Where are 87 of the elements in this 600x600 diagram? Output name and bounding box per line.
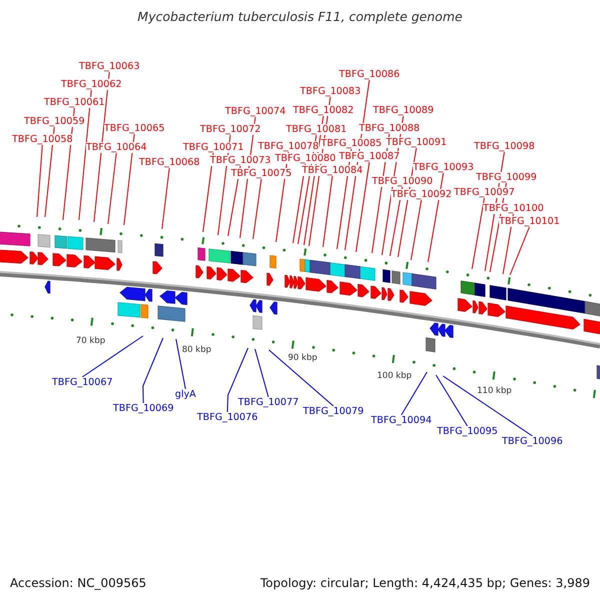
gene-label: TBFG_10100: [483, 203, 544, 214]
gene-label: TBFG_10085: [321, 138, 382, 149]
gene-label: TBFG_10068: [139, 157, 200, 168]
leader-line: [254, 348, 269, 398]
gene-label: TBFG_10079: [303, 406, 364, 417]
leader-line: [292, 164, 306, 244]
gene-label: TBFG_10094: [371, 415, 432, 426]
gene-label: TBFG_10067: [52, 377, 113, 388]
scale-label: 100 kbp: [377, 371, 412, 381]
gene-label: glyA: [175, 389, 196, 400]
leader-line: [124, 134, 135, 226]
gene-label: TBFG_10084: [302, 165, 363, 176]
gene-label: TBFG_10087: [339, 151, 400, 162]
gene-label: TBFG_10090: [372, 176, 433, 187]
footer-text: Topology: circular; Length: 4,424,435 bp; Genes: 3,989: [260, 576, 590, 590]
leader-line: [400, 372, 428, 416]
scale-label: 70 kbp: [76, 336, 106, 346]
gene-label: TBFG_10063: [79, 61, 140, 72]
scale-label: 80 kbp: [182, 345, 212, 355]
leader-line: [226, 348, 248, 412]
gene-label: TBFG_10059: [24, 116, 85, 127]
gene-label: TBFG_10065: [104, 123, 165, 134]
gene-label: TBFG_10074: [225, 106, 286, 117]
gene-label: TBFG_10091: [386, 137, 447, 148]
leader-line: [94, 72, 110, 222]
leader-line: [442, 376, 533, 436]
gene-label: TBFG_10098: [474, 141, 535, 152]
gene-label: TBFG_10076: [197, 412, 258, 423]
gene-label: TBFG_10097: [454, 187, 515, 198]
gene-label: TBFG_10082: [293, 105, 354, 116]
leader-line: [276, 152, 289, 242]
leader-line: [484, 152, 505, 272]
gene-label: TBFG_10075: [231, 168, 292, 179]
gene-label: TBFG_10081: [286, 124, 347, 135]
gene-label: TBFG_10064: [86, 142, 147, 153]
chart-title: Mycobacterium tuberculosis F11, complete genome: [136, 9, 464, 24]
leader-line: [176, 338, 186, 390]
gene-label: TBFG_10073: [210, 155, 271, 166]
leader-line: [428, 172, 444, 262]
leader-line: [108, 152, 117, 224]
gene-label: TBFG_10062: [61, 79, 122, 90]
gene-label: TBFG_10078: [258, 141, 319, 152]
leader-line: [218, 134, 231, 236]
leader-line: [142, 338, 164, 404]
footer-text: Accession: NC_009565: [10, 576, 146, 590]
gene-label: TBFG_10077: [238, 397, 299, 408]
leader-line: [390, 186, 403, 256]
leader-line: [372, 134, 390, 254]
leader-line: [240, 116, 256, 238]
gene-label: TBFG_10096: [502, 436, 563, 447]
leader-line: [162, 168, 170, 230]
leader-line: [202, 152, 214, 232]
leader-line: [322, 176, 333, 248]
leader-line: [356, 162, 370, 252]
gene-label: TBFG_10072: [200, 124, 261, 135]
gene-label: TBFG_10071: [183, 142, 244, 153]
gene-label: TBFG_10058: [12, 134, 73, 145]
gene-label: TBFG_10086: [339, 69, 400, 80]
leader-line: [82, 336, 144, 378]
leader-line: [436, 374, 468, 426]
gene-label: TBFG_10099: [476, 172, 537, 183]
gene-label: TBFG_10061: [44, 97, 105, 108]
gene-label: TBFG_10089: [373, 105, 434, 116]
leader-line: [502, 214, 514, 274]
gene-label: TBFG_10093: [413, 162, 474, 173]
scale-label: 110 kbp: [477, 386, 512, 396]
leader-line: [78, 90, 92, 220]
leader-line: [36, 144, 43, 218]
leader-line: [252, 178, 262, 240]
gene-label: TBFG_10092: [391, 189, 452, 200]
leader-line: [62, 108, 75, 220]
gene-label: TBFG_10069: [113, 403, 174, 414]
leader-line: [344, 80, 370, 250]
leader-line: [410, 200, 422, 260]
gene-label: TBFG_10101: [499, 216, 560, 227]
leader-line: [472, 198, 485, 270]
scale-label: 90 kbp: [288, 353, 318, 363]
leader-line: [268, 350, 334, 406]
gene-label: TBFG_10088: [359, 123, 420, 134]
gene-label: TBFG_10095: [437, 426, 498, 437]
gene-label: TBFG_10080: [275, 153, 336, 164]
gene-label: TBFG_10083: [300, 86, 361, 97]
leader-line: [228, 166, 241, 236]
leader-line: [510, 226, 530, 276]
leader-line: [44, 126, 55, 218]
leader-line: [336, 148, 352, 250]
leader-line: [398, 148, 417, 258]
